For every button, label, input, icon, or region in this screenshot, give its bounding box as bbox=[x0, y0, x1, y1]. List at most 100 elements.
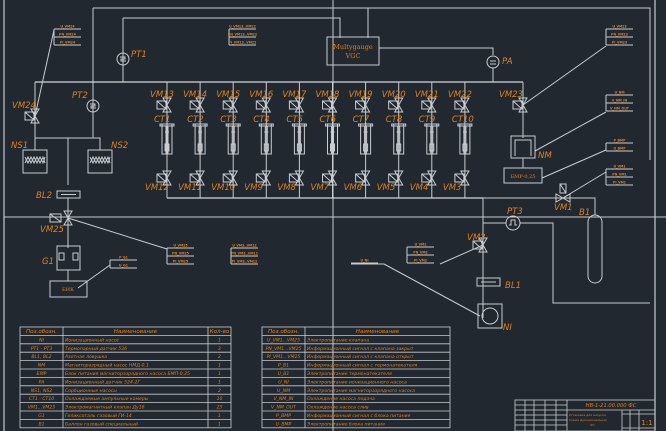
signal-tag: PN_VM25 bbox=[172, 252, 189, 256]
bottom-valve-label: VM7 bbox=[311, 183, 330, 193]
top-valve-label: VM13 bbox=[150, 90, 174, 100]
signal-tag: U_VM13..VM22 bbox=[229, 25, 256, 29]
signal-tag: V_NM_OUT bbox=[610, 107, 630, 111]
drawing-title-3: ФС bbox=[590, 423, 596, 427]
top-valve-icon[interactable] bbox=[222, 97, 238, 113]
bottom-valve-label: VM9 bbox=[244, 183, 263, 193]
table-cell: PN_VM1...VM25 bbox=[266, 346, 302, 352]
table-cell: Электропитание термонатекателя bbox=[306, 371, 392, 377]
table-cell: Наименование bbox=[356, 329, 400, 335]
table-cell: БМР bbox=[37, 371, 47, 377]
top-valve-icon[interactable] bbox=[421, 97, 437, 113]
signal-tag: U_NM bbox=[614, 91, 624, 95]
signal-tag: PI_VM3..VM12 bbox=[232, 260, 257, 264]
cylinder-label: CT3 bbox=[220, 115, 237, 125]
top-valve-icon[interactable] bbox=[388, 97, 404, 113]
table-header-row: Поз.обозн.Наименование bbox=[268, 329, 400, 335]
ni-label: NI bbox=[503, 323, 512, 333]
table-cell: Сорбционные насосы bbox=[65, 388, 117, 394]
top-valve-icon[interactable] bbox=[355, 97, 371, 113]
table-row: U_B1 Электропитание термонатекателя bbox=[278, 371, 392, 377]
table-row: NM Магниторазрядный насос НМД-0,1 1 bbox=[38, 363, 221, 369]
table-cell: Электромагнитный клапан Ду16 bbox=[64, 405, 145, 411]
signal-tag: P_BMP bbox=[614, 139, 627, 143]
bottom-valve-label: VM10 bbox=[211, 183, 235, 193]
signal-tag: U_VM24 bbox=[60, 25, 75, 29]
table-cell: NI bbox=[39, 337, 44, 343]
vm23-valve-icon[interactable] bbox=[512, 97, 528, 113]
table-cell: U_BMP bbox=[276, 421, 292, 427]
table-cell: P_BMP bbox=[276, 413, 291, 419]
signal-tag: PI_VM24 bbox=[60, 41, 76, 45]
top-valve-icon[interactable] bbox=[322, 97, 337, 113]
table-cell: Азотная ловушка bbox=[64, 354, 107, 360]
signal-tag: PN_VM2 bbox=[413, 251, 427, 255]
bik-label: БИК bbox=[62, 287, 74, 293]
table-cell: Магниторазрядный насос НМД-0,1 bbox=[65, 363, 149, 369]
b1-label: B1 bbox=[579, 208, 590, 218]
drawing-title-1: Установка для напуска bbox=[569, 413, 606, 417]
table-cell: CT1 - CT10 bbox=[29, 396, 54, 402]
table-cell: Баллон газовый специальный bbox=[65, 421, 138, 427]
signal-tag: PI_VM23 bbox=[612, 41, 627, 45]
table-cell: 1 bbox=[218, 363, 221, 369]
top-valve-icon[interactable] bbox=[156, 97, 172, 113]
vm25-valve-icon[interactable] bbox=[49, 210, 73, 226]
table-cell: 25 bbox=[217, 405, 223, 411]
signal-tag: V_NM_IN bbox=[612, 99, 628, 103]
table-cell: NM bbox=[38, 363, 45, 369]
table-cell: P_B1 bbox=[278, 363, 289, 369]
top-valve-icon[interactable] bbox=[255, 97, 271, 113]
table-cell: V_NM_IN bbox=[274, 396, 294, 402]
ns1-label: NS1 bbox=[11, 141, 28, 151]
ns2-label: NS2 bbox=[111, 141, 128, 151]
table-cell: 3 bbox=[218, 346, 221, 352]
top-valve-label: VM21 bbox=[415, 90, 439, 100]
top-valve-icon[interactable] bbox=[454, 97, 470, 113]
table-cell: G1 bbox=[38, 413, 45, 419]
table-cell: Информационный сигнал с клапана открыт bbox=[307, 354, 414, 360]
table-cell: Термопарный датчик 536 bbox=[65, 346, 127, 352]
signal-tag: PI_VM1 bbox=[613, 181, 626, 185]
pt2-label: PT2 bbox=[72, 91, 88, 101]
signal-tag: U_VM2 bbox=[414, 243, 426, 247]
signal-tag: PI_VM13..VM22 bbox=[229, 41, 257, 45]
top-valve-label: VM20 bbox=[382, 90, 406, 100]
signal-tag: U_NI bbox=[360, 259, 368, 263]
g1-generator-icon bbox=[56, 245, 81, 271]
vm24-valve-icon[interactable] bbox=[24, 108, 40, 124]
table-row: G1 Геликсоталь газовый ГИ-14 1 bbox=[38, 413, 221, 419]
signal-tag: U_BMP bbox=[613, 147, 626, 151]
table-cell: 1 bbox=[218, 413, 221, 419]
drawing-code: НВ-1-21.00.000 ФС bbox=[586, 403, 637, 409]
table-cell: U_B1 bbox=[278, 371, 290, 377]
top-valve-icon[interactable] bbox=[288, 97, 304, 113]
cylinder-label: CT8 bbox=[386, 115, 403, 125]
top-valve-icon[interactable] bbox=[189, 97, 205, 113]
table-cell: Геликсоталь газовый ГИ-14 bbox=[65, 413, 132, 419]
table-cell: 2 bbox=[218, 354, 221, 360]
signal-tag-group-g1: P_G1U_G1 bbox=[109, 256, 137, 269]
table-cell: 2 bbox=[218, 388, 221, 394]
signal-tag: U_VM25 bbox=[173, 244, 187, 248]
pt3-gauge-icon bbox=[505, 215, 521, 231]
signal-tag: U_G1 bbox=[119, 264, 128, 268]
table-cell: Охлаждение насоса слив bbox=[307, 405, 369, 411]
table-cell: Наименование bbox=[114, 329, 158, 335]
vm1-valve-icon[interactable] bbox=[555, 183, 571, 203]
